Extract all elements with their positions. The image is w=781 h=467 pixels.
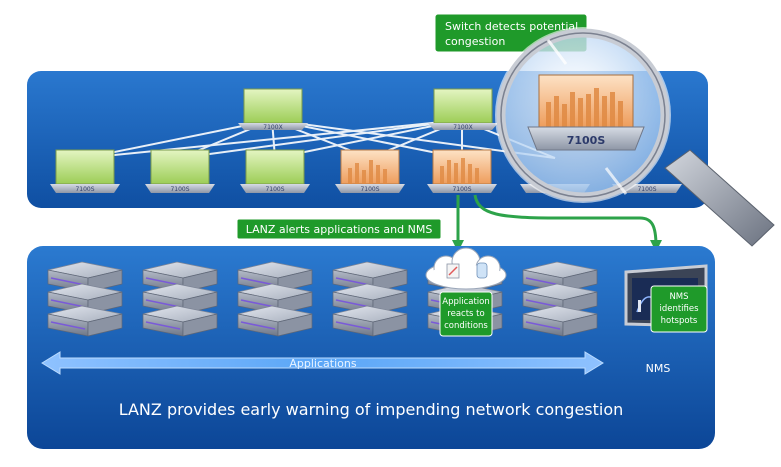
applications-arrow — [41, 351, 604, 375]
detect-callout-line2: congestion — [445, 35, 505, 48]
caption: LANZ provides early warning of impending… — [119, 400, 624, 419]
nms-callout-line3: hotspots — [661, 316, 698, 326]
alerts-callout: LANZ alerts applications and NMS — [236, 218, 442, 240]
alerts-callout-text: LANZ alerts applications and NMS — [246, 223, 433, 236]
spine-switch-label: 7100X — [263, 124, 282, 131]
alert-arrows — [452, 194, 662, 252]
magnifying-glass-icon: 7100S — [495, 27, 775, 247]
nms-callout: NMS identifies hotspots — [650, 285, 708, 333]
leaf-switch-label: 7100S — [75, 186, 94, 193]
nms-label: NMS — [646, 362, 671, 375]
application-callout-line2: reacts to — [447, 309, 484, 319]
cloud-icon — [425, 247, 507, 290]
application-callout-line3: conditions — [444, 321, 488, 331]
nms-callout-line1: NMS — [669, 292, 688, 302]
leaf-switch-1: 7100S — [50, 149, 120, 193]
application-callout: Application reacts to conditions — [439, 291, 493, 337]
detect-callout-line1: Switch detects potential — [445, 20, 578, 33]
application-callout-line1: Application — [442, 297, 490, 307]
leaf-switch-3: 7100S — [240, 149, 310, 193]
leaf-switch-4-congested: 7100S — [335, 149, 405, 193]
applications-label: Applications — [289, 357, 356, 370]
leaf-switch-label: 7100S — [170, 186, 189, 193]
server-icon — [237, 261, 313, 337]
spine-switch-1: 7100X — [238, 88, 308, 131]
spine-switch-2: 7100X — [428, 88, 498, 131]
spine-switch-label: 7100X — [453, 124, 472, 131]
server-icon — [522, 261, 598, 337]
leaf-switch-label: 7100S — [637, 186, 656, 193]
leaf-switch-label: 7100S — [452, 186, 471, 193]
leaf-switch-label: 7100S — [265, 186, 284, 193]
leaf-switch-label: 7100S — [360, 186, 379, 193]
server-icon — [142, 261, 218, 337]
server-icon — [332, 261, 408, 337]
nms-callout-line2: identifies — [659, 304, 699, 314]
leaf-switch-5-congested: 7100S — [427, 149, 497, 193]
leaf-switch-2: 7100S — [145, 149, 215, 193]
magnified-switch-label: 7100S — [567, 134, 606, 147]
server-icon — [47, 261, 123, 337]
